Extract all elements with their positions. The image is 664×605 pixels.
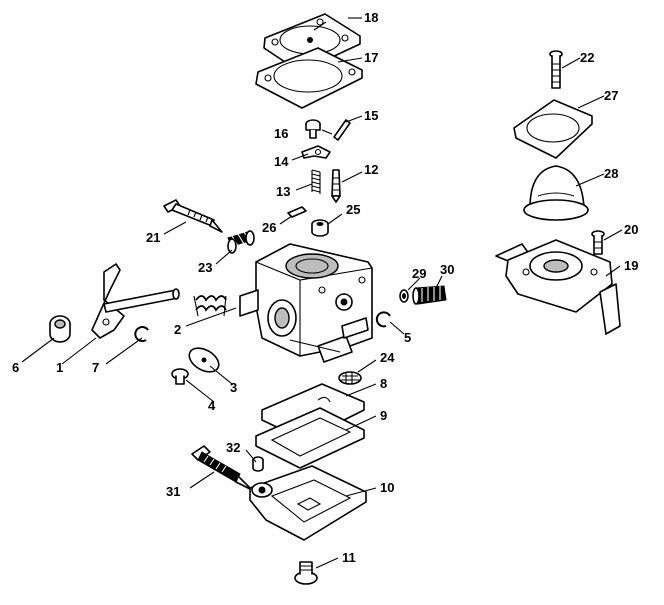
callout-12: 12 bbox=[364, 162, 378, 177]
callout-16: 16 bbox=[274, 126, 288, 141]
part-2-spring bbox=[193, 295, 227, 317]
callout-29: 29 bbox=[412, 266, 426, 281]
part-20-screw bbox=[591, 230, 605, 255]
part-16-screw bbox=[305, 119, 321, 139]
callout-2: 2 bbox=[174, 322, 181, 337]
callout-8: 8 bbox=[380, 376, 387, 391]
callout-4: 4 bbox=[208, 398, 216, 413]
part-13-spring bbox=[311, 169, 321, 194]
callout-20: 20 bbox=[624, 222, 638, 237]
part-15-pin bbox=[333, 119, 351, 141]
part-11-screw bbox=[294, 561, 318, 585]
part-31-screw bbox=[191, 445, 253, 491]
part-30-plug bbox=[412, 285, 447, 305]
callout-18: 18 bbox=[364, 10, 378, 25]
callout-27: 27 bbox=[604, 88, 618, 103]
callout-30: 30 bbox=[440, 262, 454, 277]
part-29-washer bbox=[399, 289, 409, 303]
part-6-bushing bbox=[49, 315, 71, 343]
part-24-screen bbox=[338, 371, 362, 385]
callout-21: 21 bbox=[146, 230, 160, 245]
callout-3: 3 bbox=[230, 380, 237, 395]
carburetor-body bbox=[239, 243, 373, 363]
leader-lines bbox=[21, 17, 623, 569]
callout-23: 23 bbox=[198, 260, 212, 275]
callout-9: 9 bbox=[380, 408, 387, 423]
callout-15: 15 bbox=[364, 108, 378, 123]
part-25-bushing bbox=[311, 219, 329, 237]
part-5-clip bbox=[375, 311, 391, 328]
part-23-spring bbox=[227, 230, 255, 254]
callout-17: 17 bbox=[364, 50, 378, 65]
callout-19: 19 bbox=[624, 258, 638, 273]
part-28-primer-bulb bbox=[523, 165, 589, 221]
callout-5: 5 bbox=[404, 330, 411, 345]
callout-7: 7 bbox=[92, 360, 99, 375]
part-1-throttle-shaft bbox=[91, 263, 180, 339]
callout-31: 31 bbox=[166, 484, 180, 499]
part-14-lever bbox=[301, 145, 331, 159]
callout-24: 24 bbox=[380, 350, 395, 365]
part-9-gasket bbox=[255, 407, 365, 469]
callout-32: 32 bbox=[226, 440, 240, 455]
callout-labels: 1 2 3 4 5 6 7 8 9 10 11 12 13 14 15 16 1… bbox=[12, 10, 638, 565]
callout-1: 1 bbox=[56, 360, 63, 375]
callout-14: 14 bbox=[274, 154, 289, 169]
callout-22: 22 bbox=[580, 50, 594, 65]
leader-18 bbox=[313, 21, 327, 31]
part-3-diaphragm-disk bbox=[188, 347, 220, 373]
part-26-pin bbox=[287, 206, 307, 218]
callout-6: 6 bbox=[12, 360, 19, 375]
part-21-adjusting-screw bbox=[163, 199, 223, 233]
part-17-gasket bbox=[255, 47, 363, 109]
part-4-screw bbox=[171, 368, 189, 385]
callout-10: 10 bbox=[380, 480, 394, 495]
part-19-pump-housing bbox=[495, 239, 621, 335]
part-12-inlet-needle bbox=[331, 169, 341, 203]
callout-11: 11 bbox=[342, 550, 356, 565]
callout-25: 25 bbox=[346, 202, 360, 217]
part-10-pump-cover bbox=[249, 465, 367, 541]
part-22-screw bbox=[549, 50, 563, 89]
part-32-plug bbox=[252, 456, 264, 472]
callout-28: 28 bbox=[604, 166, 618, 181]
callout-13: 13 bbox=[276, 184, 290, 199]
part-7-clip bbox=[134, 326, 149, 343]
callout-26: 26 bbox=[262, 220, 276, 235]
part-27-gasket bbox=[513, 99, 593, 159]
